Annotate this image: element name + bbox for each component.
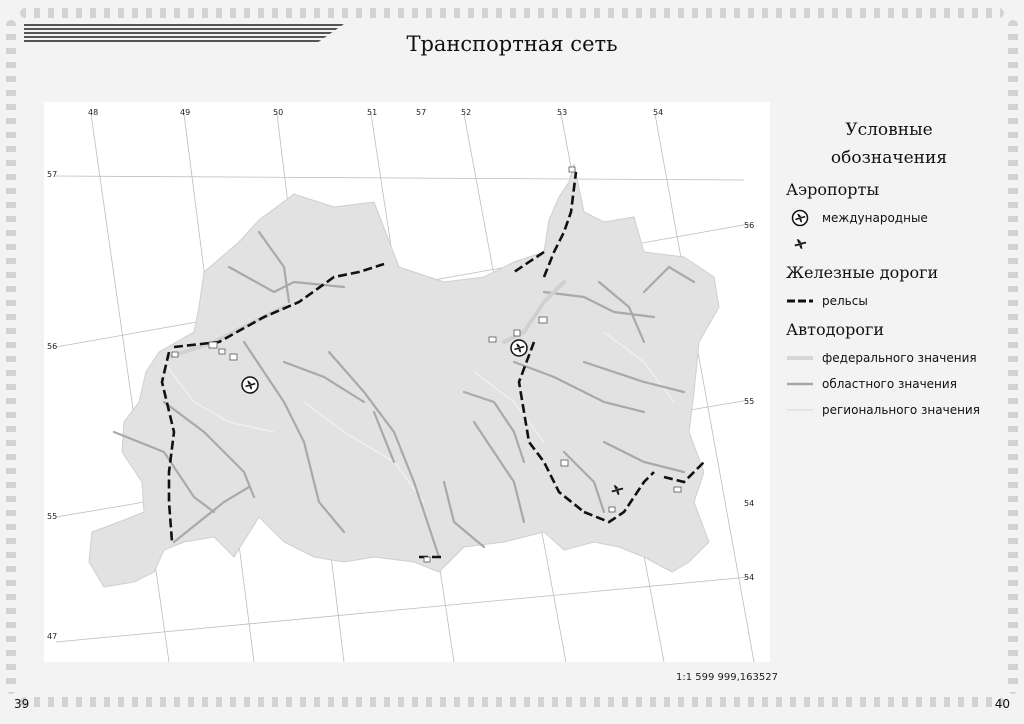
settlement-markers: [171, 166, 682, 563]
railways: [160, 171, 705, 559]
decorative-border-bottom: [20, 697, 1004, 707]
region-territory: [88, 163, 720, 588]
legend-road-regional: областного значения: [784, 371, 994, 397]
page-title: Транспортная сеть: [406, 32, 618, 56]
lat-label-right-56: 56: [744, 221, 754, 230]
page-number-right: 40: [994, 697, 1010, 711]
lon-label-54: 54: [653, 108, 663, 117]
airplane-icon: [784, 234, 816, 254]
legend-airport-other: [784, 231, 994, 257]
legend-road-federal: федерального значения: [784, 345, 994, 371]
lat-label-56: 56: [47, 342, 57, 351]
legend-road-regional-label: областного значения: [822, 377, 957, 391]
airplane-in-circle-icon: [784, 208, 816, 228]
legend-road-local: регионального значения: [784, 397, 994, 423]
decorative-border-left: [6, 20, 16, 694]
legend-title: Условные обозначения: [830, 120, 948, 168]
decorative-stripe: [24, 24, 344, 42]
lon-label-57: 57: [416, 108, 426, 117]
map-panel: 48 49 50 51 57 52 53 54 57 56 55 47 56 5…: [44, 102, 770, 662]
legend-airport-international: международные: [784, 205, 994, 231]
legend-road-local-label: регионального значения: [822, 403, 980, 417]
map-legend: Условные обозначения Аэропорты междунаро…: [784, 116, 994, 423]
lon-label-50: 50: [273, 108, 283, 117]
airport-international-west: [241, 376, 259, 394]
lon-label-49: 49: [180, 108, 190, 117]
lat-label-right-55: 55: [744, 397, 754, 406]
legend-rails: рельсы: [784, 288, 994, 314]
local-road-line-icon: [784, 400, 816, 420]
regional-road-line-icon: [784, 374, 816, 394]
decorative-border-right: [1008, 20, 1018, 694]
lon-label-51: 51: [367, 108, 377, 117]
rail-line-icon: [784, 291, 816, 311]
local-roads: [163, 331, 675, 503]
lat-label-right-54b: 54: [744, 573, 754, 582]
lat-label-57: 57: [47, 170, 57, 179]
transport-map: 48 49 50 51 57 52 53 54 57 56 55 47 56 5…: [47, 108, 755, 662]
lat-label-right-54a: 54: [744, 499, 754, 508]
lon-label-48: 48: [88, 108, 98, 117]
lon-label-53: 53: [557, 108, 567, 117]
legend-rails-label: рельсы: [822, 294, 868, 308]
lat-label-55: 55: [47, 512, 57, 521]
lat-label-47: 47: [47, 632, 57, 641]
page-number-left: 39: [14, 697, 30, 711]
lon-label-52: 52: [461, 108, 471, 117]
legend-railways-header: Железные дороги: [786, 263, 939, 282]
decorative-border-top: [20, 8, 1004, 18]
legend-airport-international-label: международные: [822, 211, 928, 225]
legend-airports-header: Аэропорты: [786, 180, 880, 199]
legend-road-federal-label: федерального значения: [822, 351, 977, 365]
legend-roads-header: Автодороги: [786, 320, 885, 339]
airport-international-kazan: [510, 339, 528, 357]
regional-roads: [112, 230, 696, 559]
federal-road-line-icon: [784, 348, 816, 368]
map-scale: 1:1 599 999,163527: [676, 672, 778, 683]
